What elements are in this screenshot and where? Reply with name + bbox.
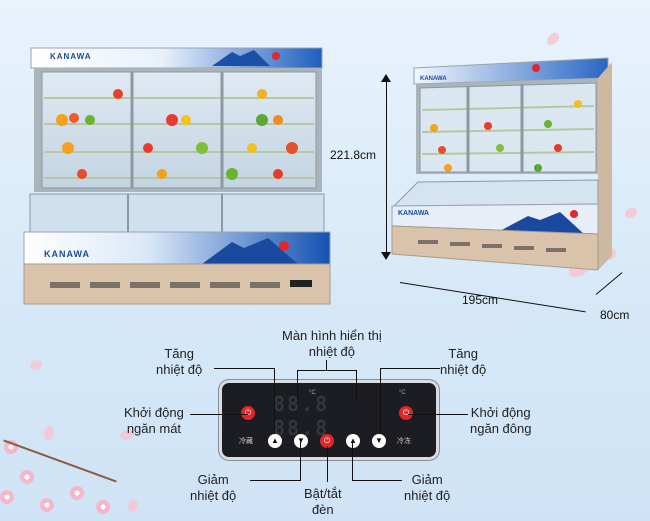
callout-line [214, 368, 274, 369]
callout-line [326, 360, 327, 370]
power-icon: ⏻ [244, 408, 252, 417]
callout-increase-right: Tăng nhiệt độ [440, 346, 487, 377]
arrow-up-icon: ▲ [271, 436, 279, 445]
callout-line [250, 480, 301, 481]
increase-right-button[interactable]: ▲ [346, 434, 360, 448]
blossom [96, 500, 110, 514]
brand-logo-bottom-right: KANAWA [398, 210, 430, 217]
callout-display: Màn hình hiển thị nhiệt độ [282, 328, 382, 359]
brand-logo-top-right: KANAWA [420, 76, 447, 82]
power-icon: ⏻ [323, 436, 331, 445]
callout-line [352, 480, 402, 481]
unit-left: °C [309, 390, 316, 396]
callout-start-freeze: Khởi động ngăn đông [470, 405, 532, 436]
width-label: 195cm [462, 293, 499, 307]
height-label: 221.8cm [330, 148, 377, 162]
petal [30, 360, 42, 370]
petal [625, 208, 637, 218]
callout-line [380, 368, 440, 369]
brand-logo-bottom-left: KANAWA [44, 249, 90, 259]
arrow-up-icon [381, 74, 391, 82]
blossom [0, 490, 14, 504]
arrow-up-icon: ▲ [349, 436, 357, 445]
petal [44, 426, 54, 440]
power-freeze-button[interactable]: ⏻ [399, 406, 413, 420]
fridge-front-image [23, 47, 331, 305]
light-button[interactable]: ⏻ [320, 434, 334, 448]
arrow-down-icon: ▼ [375, 436, 383, 445]
callout-line [190, 414, 248, 415]
petal [128, 500, 138, 512]
callout-line [300, 442, 301, 480]
blossom [20, 470, 34, 484]
callout-line [297, 370, 298, 400]
callout-decrease-left: Giảm nhiệt độ [190, 472, 237, 503]
decrease-right-button[interactable]: ▼ [372, 434, 386, 448]
unit-right: °C [399, 390, 406, 396]
petal [545, 30, 561, 48]
blossom [70, 486, 84, 500]
callout-line [380, 368, 381, 434]
freeze-label-cn: 冷冻 [397, 438, 411, 445]
callout-line [352, 442, 353, 480]
callout-line [408, 414, 468, 415]
callout-increase-left: Tăng nhiệt độ [156, 346, 203, 377]
blossom [40, 498, 54, 512]
control-panel: 88.8 88.8 °C °C ⏻ ⏻ 冷藏 冷冻 ▲ ▼ ⏻ ▲ ▼ [219, 380, 439, 460]
callout-decrease-right: Giảm nhiệt độ [404, 472, 451, 503]
power-icon: ⏻ [402, 408, 410, 417]
callout-light: Bật/tắt đèn [304, 486, 342, 517]
brand-logo-top-left: KANAWA [50, 52, 92, 61]
arrow-down-icon [381, 252, 391, 260]
callout-line [356, 370, 357, 400]
increase-left-button[interactable]: ▲ [268, 434, 282, 448]
temperature-display: 88.8 88.8 [273, 392, 330, 440]
callout-line [327, 446, 328, 482]
cool-label-cn: 冷藏 [239, 438, 253, 445]
callout-start-cool: Khởi động ngăn mát [124, 405, 184, 436]
fridge-angled-image [391, 57, 612, 271]
depth-label: 80cm [600, 308, 630, 322]
petal [120, 430, 134, 440]
arrow-down-icon: ▼ [297, 436, 305, 445]
power-cool-button[interactable]: ⏻ [241, 406, 255, 420]
callout-line [274, 368, 275, 434]
decrease-left-button[interactable]: ▼ [294, 434, 308, 448]
callout-line [297, 370, 357, 371]
height-dimension-line [386, 80, 387, 256]
